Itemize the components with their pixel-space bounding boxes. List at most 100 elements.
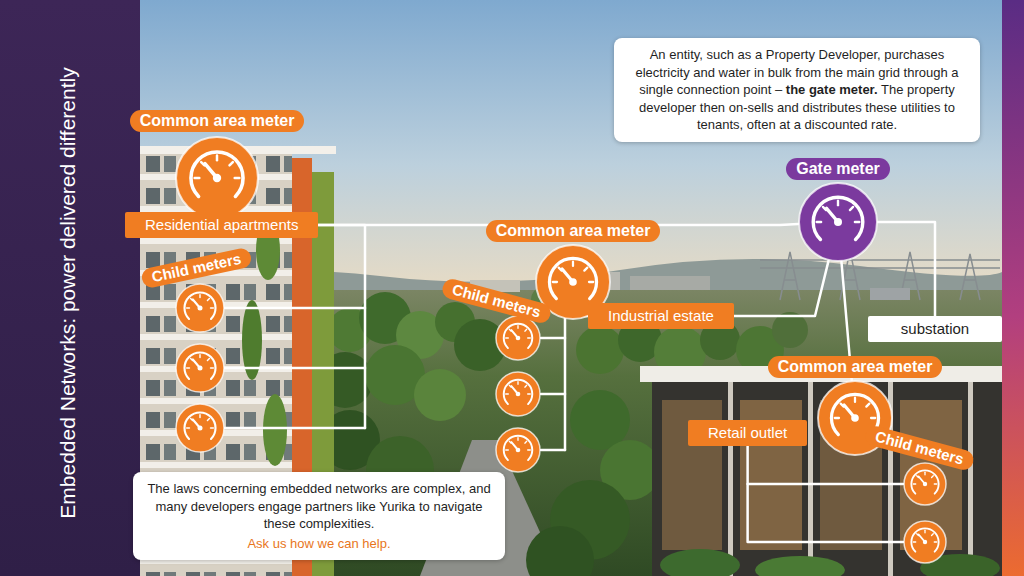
- gauge-tick: [932, 534, 934, 536]
- info-callout: The laws concerning embedded networks ar…: [133, 472, 505, 560]
- bus-wire: [225, 367, 365, 370]
- gauge-tick: [506, 337, 509, 338]
- meter-disc: [904, 463, 946, 505]
- gauge-hub: [923, 540, 927, 544]
- gauge-tick: [924, 472, 925, 474]
- gauge-tick: [525, 385, 527, 387]
- location-box: Industrial estate: [588, 303, 734, 329]
- gauge-tick: [528, 337, 531, 338]
- gauge-tick: [854, 398, 856, 402]
- gauge-arc: [911, 528, 938, 551]
- gauge-hub: [213, 174, 221, 182]
- gauge-tick: [528, 449, 531, 450]
- tree: [772, 312, 808, 348]
- gate-meter: Gate meter: [798, 182, 878, 262]
- gauge-hub: [851, 414, 859, 422]
- gauge-hub: [516, 392, 521, 397]
- meter-disc: [496, 428, 540, 472]
- gauge-tick: [525, 441, 527, 443]
- location-box: Residential apartments: [125, 212, 318, 238]
- tree: [414, 369, 466, 421]
- gauge-tick: [932, 476, 934, 478]
- gauge-tick: [506, 393, 509, 394]
- gauge-tick: [924, 530, 925, 532]
- gauge-tick: [207, 419, 209, 421]
- gauge-tick: [913, 541, 915, 542]
- meter-icon: [903, 462, 947, 506]
- meter-disc: [496, 372, 540, 416]
- gauge-tick: [572, 262, 574, 266]
- meter-icon: [175, 136, 259, 220]
- gauge-arc: [911, 470, 938, 493]
- gauge-tick: [195, 177, 200, 179]
- side-title: Embedded Networks: power delivered diffe…: [53, 33, 83, 553]
- gauge-arc: [185, 413, 216, 439]
- connector: [734, 261, 829, 316]
- gauge-tick: [871, 417, 875, 419]
- gauge-tick: [187, 307, 190, 308]
- gauge-tick: [207, 359, 209, 361]
- bus-wire: [541, 393, 565, 396]
- gauge-tick: [866, 404, 869, 407]
- box-label: Retail outlet: [708, 424, 787, 442]
- retail-column: [968, 382, 973, 576]
- tree: [570, 390, 630, 450]
- gauge-arc: [185, 293, 216, 319]
- gauge-tick: [934, 483, 936, 484]
- gauge-tick: [837, 201, 839, 205]
- meter-disc: [799, 183, 877, 261]
- box-label: substation: [876, 320, 994, 338]
- gauge-tick: [835, 417, 839, 419]
- gauge-tick: [934, 541, 936, 542]
- location-box: Retail outlet: [688, 420, 807, 446]
- gauge-tick: [211, 427, 214, 428]
- meter-disc: [176, 284, 224, 332]
- callout-text: Ask us how we can help.: [145, 535, 493, 553]
- gauge-arc: [813, 197, 863, 239]
- meter-disc: [176, 404, 224, 452]
- gauge-tick: [235, 177, 240, 179]
- title-text: Embedded Networks: power delivered diffe…: [56, 67, 80, 518]
- tree: [576, 326, 624, 374]
- child-meter-icon: [496, 372, 540, 416]
- child-meter-icon: [176, 344, 224, 392]
- gauge-tick: [187, 427, 190, 428]
- child-meter: Child meters: [175, 283, 225, 333]
- meter-disc: [496, 316, 540, 360]
- gauge-tick: [817, 221, 821, 223]
- child-meter-icon: [496, 428, 540, 472]
- gauge-arc: [185, 353, 216, 379]
- retail-column: [808, 382, 813, 576]
- meter-icon: [798, 182, 878, 262]
- connectors: [225, 222, 935, 484]
- meter-label: Common area meter: [768, 356, 943, 377]
- connector: [878, 222, 935, 316]
- gauge-hub: [198, 426, 203, 431]
- meter-label: Common area meter: [130, 110, 305, 131]
- gauge-arc: [504, 436, 533, 460]
- gauge-hub: [516, 336, 521, 341]
- gauge-tick: [528, 393, 531, 394]
- box-label: Industrial estate: [608, 307, 714, 325]
- gauge-tick: [187, 367, 190, 368]
- gauge-tick: [913, 483, 915, 484]
- gauge-hub: [923, 482, 927, 486]
- bus-wire: [225, 427, 365, 430]
- gauge-arc: [504, 380, 533, 404]
- gauge-hub: [198, 306, 203, 311]
- substation-structure: [870, 288, 910, 300]
- child-meter: Child meters: [903, 462, 947, 506]
- substation-structure: [760, 250, 1000, 300]
- child-meter: Child meters: [495, 315, 541, 361]
- gauge-hub: [198, 366, 203, 371]
- gauge-tick: [517, 438, 518, 441]
- industrial-shed: [630, 276, 710, 290]
- meter-disc: [176, 344, 224, 392]
- gauge-arc: [549, 258, 596, 298]
- gauge-tick: [216, 156, 218, 161]
- tree: [526, 526, 594, 576]
- bus-wire: [748, 484, 903, 542]
- planter: [660, 549, 740, 576]
- meter-label: Common area meter: [486, 220, 661, 241]
